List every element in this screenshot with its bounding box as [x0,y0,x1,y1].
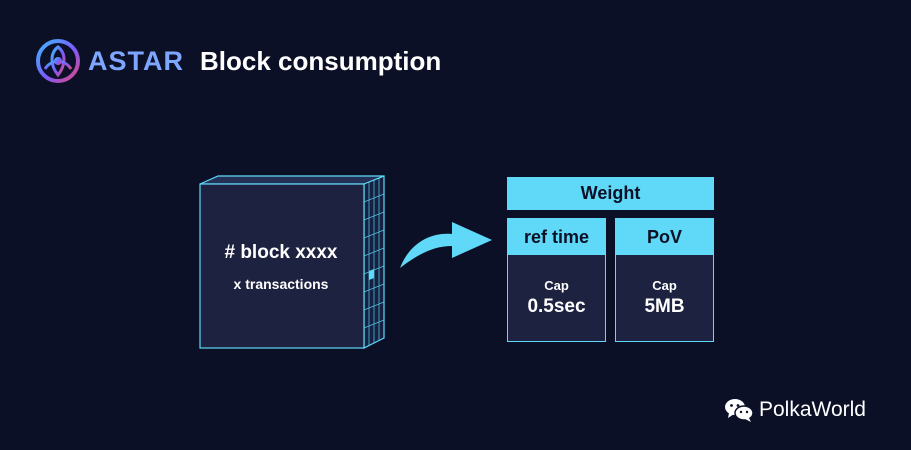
ref-time-label: ref time [523,226,590,247]
pov-column: PoV Cap 5MB [615,218,714,342]
astar-logo-icon [36,39,80,83]
pov-cap-label: Cap [652,278,677,293]
watermark: PolkaWorld [724,397,866,423]
pov-header: PoV [616,219,713,255]
page-title: Block consumption [200,45,442,76]
ref-time-header: ref time [508,219,605,255]
watermark-text: PolkaWorld [759,398,866,421]
ref-time-cap-label: Cap [544,278,569,293]
block-transactions-label: x transactions [233,276,329,292]
weight-title: Weight [580,183,641,203]
arrow-right-icon [400,222,492,268]
pov-label: PoV [646,226,682,247]
pov-cap-value: 5MB [644,296,685,317]
block-label: # block xxxx [224,242,338,263]
block-cube-graphic [199,175,385,349]
weight-header: Weight [507,177,714,210]
wechat-icon [725,399,754,422]
ref-time-cap-value: 0.5sec [527,296,586,317]
ref-time-column: ref time Cap 0.5sec [507,218,606,342]
block-cube: # block xxxx x transactions [198,174,388,350]
header: ASTAR Block consumption [36,38,441,84]
brand-name: ASTAR [88,45,184,76]
